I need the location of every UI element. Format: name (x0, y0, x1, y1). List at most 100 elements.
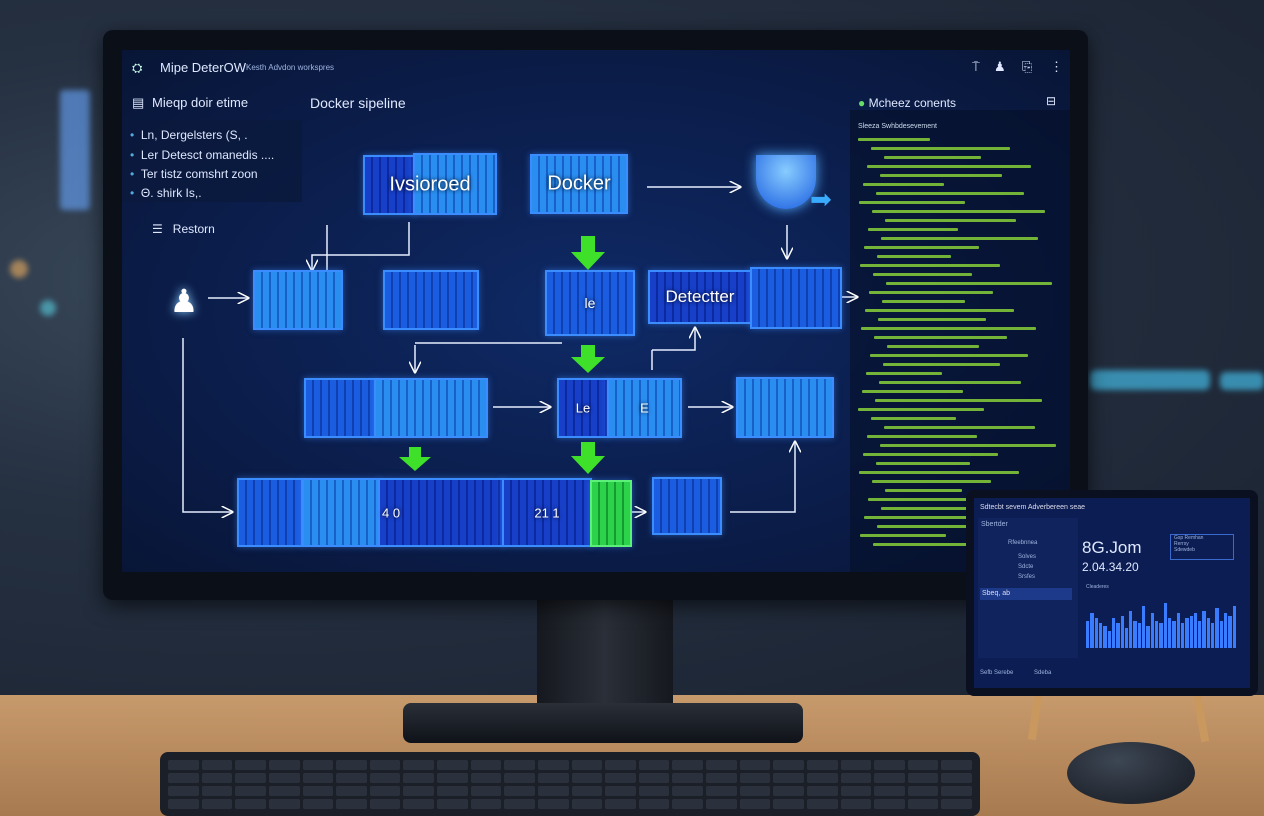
restore-button[interactable]: ☰ Restorn (152, 222, 215, 236)
code-line (883, 363, 1000, 366)
code-line (884, 156, 982, 159)
key (907, 799, 939, 809)
key (268, 786, 300, 796)
key (605, 760, 636, 770)
sidebar-item[interactable]: Rfeebnnea (1008, 540, 1038, 546)
chart-bar (1176, 613, 1180, 648)
green-arrow-down-icon (399, 447, 431, 471)
key (201, 773, 233, 783)
key (470, 786, 502, 796)
key (168, 773, 199, 783)
key (201, 786, 233, 796)
container-node[interactable]: le (545, 270, 635, 336)
container-node-active[interactable] (590, 480, 632, 547)
container-node[interactable] (302, 478, 380, 547)
list-item[interactable]: • Ln, Dergelsters (S, . (130, 128, 248, 142)
code-line (887, 345, 979, 348)
tablet-bar-chart (1086, 598, 1236, 648)
container-node[interactable] (304, 378, 376, 438)
container-node[interactable] (750, 267, 842, 329)
key (437, 773, 468, 783)
code-line (880, 174, 1003, 177)
key (537, 760, 569, 770)
right-panel-title: ● Mcheez conents (858, 96, 956, 110)
green-arrows (399, 236, 605, 474)
container-node[interactable] (374, 378, 488, 438)
key (638, 773, 670, 783)
pin-icon[interactable]: ⍑ (972, 59, 980, 74)
code-line (860, 534, 947, 537)
container-node[interactable] (363, 155, 417, 215)
code-line (864, 246, 980, 249)
code-line (885, 219, 1017, 222)
monitor-stand (537, 600, 673, 710)
chart-bar (1098, 623, 1103, 648)
container-node[interactable] (253, 270, 343, 330)
chart-bar (1189, 615, 1193, 648)
chart-bar (1090, 613, 1094, 648)
key (235, 786, 266, 796)
code-line (858, 408, 984, 411)
list-item[interactable]: • Ter tistz comshrt zoon (130, 167, 258, 181)
key (369, 799, 401, 809)
key (773, 773, 804, 783)
code-line (861, 327, 1036, 330)
key (638, 799, 670, 809)
code-line (881, 507, 984, 510)
chart-label: Cleaderes (1086, 584, 1109, 590)
chart-bar (1172, 620, 1176, 648)
key (706, 760, 737, 770)
key (437, 799, 468, 809)
key (504, 773, 535, 783)
list-item[interactable]: • Ler Detesct omanedis .... (130, 148, 275, 162)
collapse-icon[interactable]: ⊟ (1046, 94, 1057, 108)
container-node[interactable]: 21 1 (502, 478, 592, 547)
key (739, 786, 771, 796)
green-arrow-down-icon (571, 345, 605, 373)
sidebar-item[interactable]: Solves (1018, 554, 1037, 560)
docker-node[interactable]: Docker (530, 154, 628, 214)
key (638, 760, 670, 770)
detector-node[interactable]: Detectter (648, 270, 752, 324)
list-item[interactable]: • Θ. shirk Is,. (130, 186, 202, 200)
pipeline-connectors (182, 50, 1070, 572)
key (168, 786, 199, 796)
key (336, 786, 367, 796)
app-subtitle: Kesth Advdon workspres (246, 63, 335, 72)
key (941, 760, 972, 770)
container-node[interactable] (383, 270, 479, 330)
sidebar-item[interactable]: Sdcte (1018, 564, 1034, 570)
tablet-screen: Sdtecbt sevem Adverbereen seae Sbertder … (974, 498, 1250, 688)
more-icon[interactable]: ⋮ (1050, 59, 1063, 74)
key (302, 773, 334, 783)
container-node[interactable]: E (607, 378, 682, 438)
code-line (886, 282, 1052, 285)
sidebar-item[interactable]: Srsfes (1018, 574, 1036, 580)
footer-label: Sdeba (1034, 670, 1052, 676)
chart-bar (1215, 608, 1219, 648)
key (470, 799, 502, 809)
key (168, 799, 199, 809)
chart-bar (1116, 623, 1120, 648)
container-node[interactable] (413, 153, 497, 215)
key (537, 786, 569, 796)
restore-icon: ☰ (152, 222, 163, 236)
container-node[interactable] (736, 377, 834, 438)
key (672, 760, 703, 770)
key (403, 773, 434, 783)
code-line (866, 372, 942, 375)
user-icon[interactable]: ♟ (994, 59, 1006, 74)
code-line (858, 138, 930, 141)
key (369, 786, 401, 796)
chart-bar (1086, 620, 1090, 648)
key (874, 799, 905, 809)
code-line (862, 390, 963, 393)
tablet-title: Sdtecbt sevem Adverbereen seae (980, 504, 1086, 511)
sidebar-selected-item[interactable]: Sbeq, ab (980, 588, 1072, 600)
container-node[interactable]: 4 0 (378, 478, 504, 547)
chart-bar (1094, 618, 1098, 648)
container-node[interactable] (652, 477, 722, 535)
chart-bar (1159, 623, 1163, 648)
share-icon[interactable]: ⎘ (1022, 59, 1033, 74)
legend-item: Rerrsy (1174, 541, 1189, 547)
